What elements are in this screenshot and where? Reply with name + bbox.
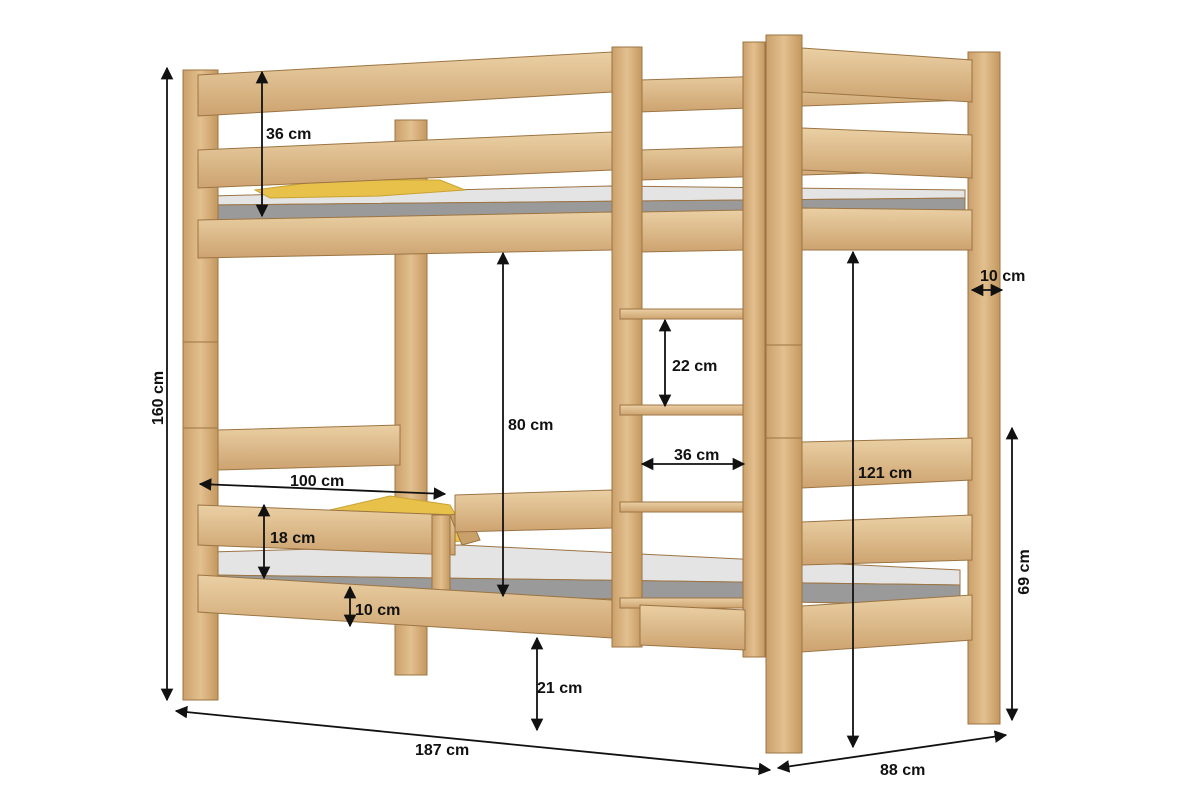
dim-line-overall-width: [776, 730, 1008, 773]
back-right-post: [967, 51, 1001, 725]
label-overall-width: 88 cm: [880, 762, 925, 779]
ladder-left-rail: [611, 46, 643, 648]
bunk-bed-illustration: [182, 34, 1001, 754]
dim-line-overall-length: [174, 705, 772, 776]
dimension-lines: [160, 66, 1019, 776]
lower-back-rail: [454, 489, 613, 533]
end-lower-top-rail: [801, 437, 973, 489]
ladder-right-rail: [742, 41, 766, 658]
dim-line-bed-length-inner: [198, 478, 447, 500]
label-upper-bed-height: 121 cm: [858, 465, 912, 482]
label-lower-bed-height: 69 cm: [1016, 549, 1033, 594]
label-bed-length-inner: 100 cm: [290, 473, 344, 490]
upper-base-rail-ext: [639, 209, 746, 253]
ladder-rung-2: [619, 404, 744, 416]
label-front-guard-height: 18 cm: [270, 530, 315, 547]
ladder-rung-3: [619, 501, 744, 513]
label-overall-length: 187 cm: [415, 742, 469, 759]
label-rung-spacing: 22 cm: [672, 358, 717, 375]
lower-base-rail: [197, 574, 613, 639]
ladder-rung-1: [619, 308, 744, 320]
end-lower-middle-rail: [801, 514, 973, 566]
label-floor-clearance: 21 cm: [537, 680, 582, 697]
upper-top-rail: [197, 51, 613, 117]
end-top-rail: [801, 47, 973, 103]
end-lower-base-rail: [801, 594, 973, 653]
upper-base-rail: [197, 211, 613, 259]
label-overall-height: 160 cm: [150, 371, 167, 425]
label-base-board: 10 cm: [355, 602, 400, 619]
dimension-labels: 36 cm 100 cm 18 cm 10 cm 21 cm 160 cm 18…: [150, 126, 1033, 779]
lower-base-rail-ext: [639, 604, 746, 651]
front-right-post: [765, 34, 803, 754]
end-upper-base-rail: [801, 207, 973, 251]
end-middle-rail: [801, 127, 973, 179]
label-ladder-width: 36 cm: [674, 447, 719, 464]
lower-headboard-rail: [217, 424, 401, 471]
label-post-width: 10 cm: [980, 268, 1025, 285]
label-guard-height: 36 cm: [266, 126, 311, 143]
label-lower-clearance: 80 cm: [508, 417, 553, 434]
